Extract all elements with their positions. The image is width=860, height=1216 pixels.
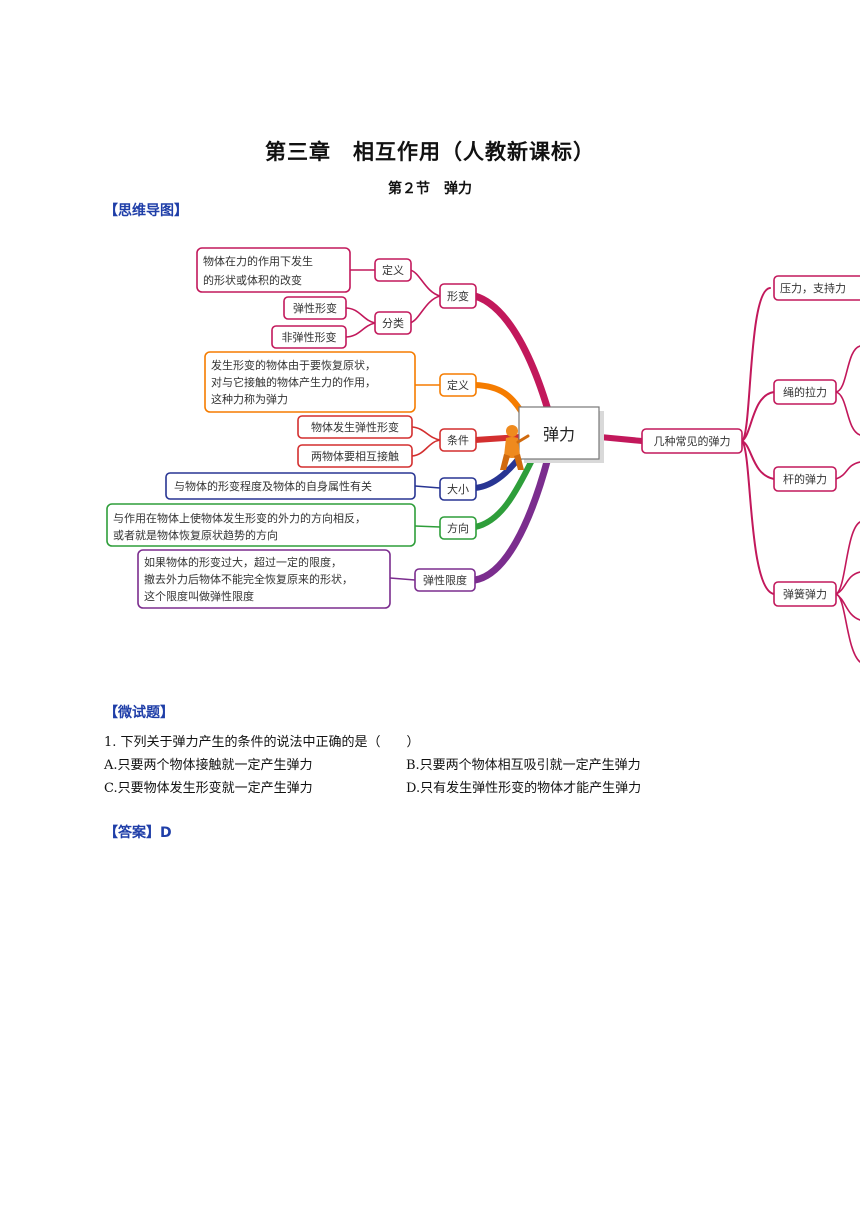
mind-map: 弹力 形变 定义 物体在力的作用下发生 的形状或体积的改变 分类 弹性形变 非弹… [106,247,860,663]
center-node: 弹力 [518,406,604,463]
option-d[interactable]: D.只有发生弹性形变的物体才能产生弹力 [406,781,642,796]
deformation-label: 形变 [447,289,469,303]
branch-direction [472,453,537,530]
branch-definition [472,382,527,419]
deformation-definition-line2: 的形状或体积的改变 [203,273,302,287]
definition-label: 定义 [447,378,469,392]
deformation-definition-line1: 物体在力的作用下发生 [203,254,313,268]
conditions-label: 条件 [447,433,469,447]
mindmap-heading: 【思维导图】 [104,203,188,219]
option-a[interactable]: A.只要两个物体接触就一定产生弹力 [104,758,313,773]
condition-item1: 物体发生弹性形变 [311,420,399,434]
branch-deformation [471,292,552,414]
branch-common-forces [597,434,645,444]
direction-line2: 或者就是物体恢复原状趋势的方向 [113,528,278,542]
pressure-support-force: 压力，支持力 [780,281,846,295]
direction-line1: 与作用在物体上使物体发生形变的外力的方向相反， [113,511,366,525]
elastic-limit-label: 弹性限度 [423,573,467,587]
quiz-heading: 【微试题】 [104,705,174,721]
spring-force: 弹簧弹力 [783,587,827,601]
condition-item2: 两物体要相互接触 [311,449,399,463]
section-subtitle: 第２节 弹力 [388,181,472,197]
magnitude-label: 大小 [447,482,469,496]
answer-heading: 【答案】D [104,825,172,841]
elastic-limit-line1: 如果物体的形变过大，超过一定的限度， [144,555,342,569]
common-forces-label: 几种常见的弹力 [654,434,731,448]
elastic-deformation: 弹性形变 [293,301,337,315]
elastic-limit-line2: 撤去外力后物体不能完全恢复原来的形状， [144,572,353,586]
direction-label: 方向 [447,521,469,535]
classification-label: 分类 [382,316,404,330]
option-b[interactable]: B.只要两个物体相互吸引就一定产生弹力 [406,758,641,773]
elastic-limit-line3: 这个限度叫做弹性限度 [144,589,254,603]
deformation-definition-label: 定义 [382,263,404,277]
branch-elastic-limit [471,454,552,584]
magnitude-text: 与物体的形变程度及物体的自身属性有关 [174,479,372,493]
definition-line2: 对与它接触的物体产生力的作用， [211,375,376,389]
page-title: 第三章 相互作用（人教新课标） [265,140,595,164]
rope-tension: 绳的拉力 [783,385,827,399]
rod-force: 杆的弹力 [783,472,827,486]
definition-line3: 这种力称为弹力 [211,392,288,406]
option-c[interactable]: C.只要物体发生形变就一定产生弹力 [104,781,313,796]
person-pointer-icon [500,425,530,470]
center-label: 弹力 [543,425,575,444]
quiz-question: 1. 下列关于弹力产生的条件的说法中正确的是（ ） [104,735,420,750]
inelastic-deformation: 非弹性形变 [282,330,337,344]
definition-line1: 发生形变的物体由于要恢复原状， [211,358,376,372]
